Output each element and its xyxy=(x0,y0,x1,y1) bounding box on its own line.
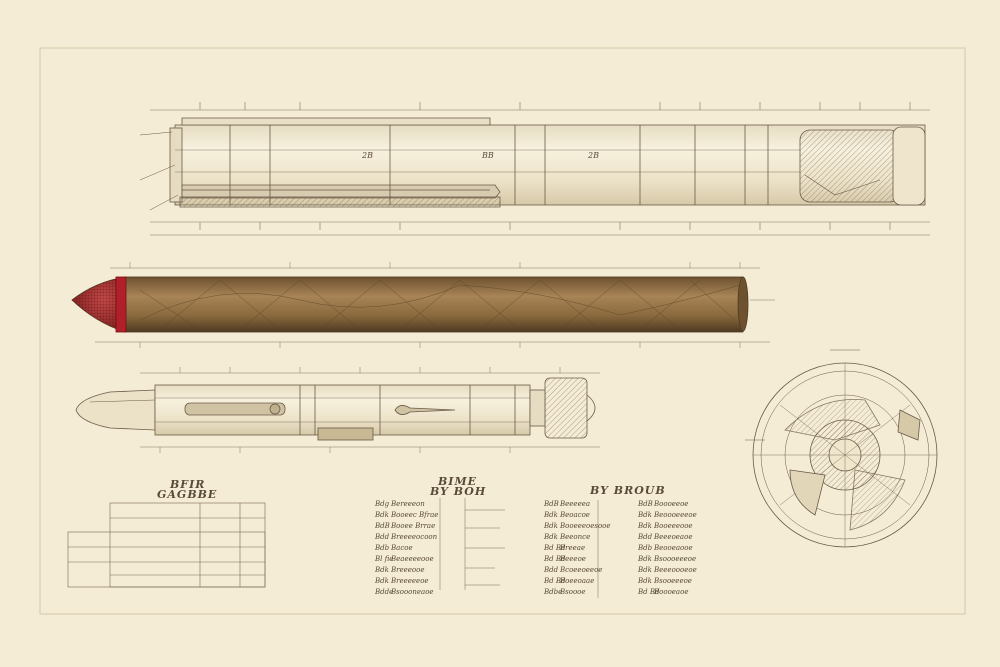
table-row: BdBBeeeeea xyxy=(544,500,590,508)
cross-section-drawing xyxy=(745,349,938,548)
row-text: Bsoooe xyxy=(560,588,586,596)
left-table-title-2: GAGBBE xyxy=(157,488,218,501)
row-text: Bsoooneaoe xyxy=(391,588,434,596)
mid-table-lines xyxy=(439,498,599,598)
row-text: Boooeaoe xyxy=(654,588,689,596)
row-text: Booeec Bfrae xyxy=(391,511,439,519)
row-text: Beoacoe xyxy=(560,511,590,519)
row-code: Bdk xyxy=(375,577,389,585)
row-code: BdB xyxy=(375,522,390,530)
left-spec-table xyxy=(67,502,266,588)
row-text: Breeeeeoe xyxy=(391,577,429,585)
table-row: Bd BdBoeeoaae xyxy=(544,577,594,585)
row-code: Bdk xyxy=(544,533,558,541)
row-text: Bacoe xyxy=(391,544,413,552)
row-text: Bcoeeoeeoe xyxy=(560,566,603,574)
cigar-drawing xyxy=(71,262,775,348)
row-text: Bsoooeeeoe xyxy=(654,555,697,563)
row-code: Bd Bd xyxy=(638,588,660,596)
row-text: Breeeooe xyxy=(391,566,425,574)
table-row: Bl fieBeaeeeeooe xyxy=(375,555,434,563)
row-text: Beeeoooeoe xyxy=(654,566,697,574)
table-row: BdBBoooeeoe xyxy=(638,500,688,508)
table-row: BddeBsoooneaoe xyxy=(375,588,434,596)
pen-label-3: 2B xyxy=(587,151,599,160)
row-code: Bdk xyxy=(638,577,652,585)
device-drawing xyxy=(75,367,600,453)
row-code: Bdb xyxy=(638,544,653,552)
row-code: Bd Bd xyxy=(544,544,566,552)
row-code: Bdg xyxy=(375,500,390,508)
row-text: Beeeoe xyxy=(560,555,586,563)
row-text: Breeae xyxy=(560,544,586,552)
left-table-title-1: BFIR xyxy=(170,478,206,491)
row-code: Bd Bd xyxy=(544,577,566,585)
row-code: BdB xyxy=(544,500,559,508)
table-row: Bd BdBeeeoe xyxy=(544,555,586,563)
row-text: Bsooeeeoe xyxy=(654,577,692,585)
row-code: Bl fie xyxy=(375,555,394,563)
row-code: Bdk xyxy=(375,566,389,574)
row-code: Bdde xyxy=(375,588,394,596)
pen-label-1: 2B xyxy=(361,151,373,160)
row-text: Boooeeoe xyxy=(654,500,689,508)
row-text: Breeeeocoon xyxy=(391,533,438,541)
row-code: Bd Bd xyxy=(544,555,566,563)
pen-drawing xyxy=(139,102,930,236)
table-row: BdBBooee Brrae xyxy=(375,522,435,530)
table-row: BdbeBsoooe xyxy=(544,588,586,596)
mid-table-title-1: BIME xyxy=(438,475,478,488)
row-code: Bdd xyxy=(638,533,653,541)
row-code: Bdd xyxy=(375,533,390,541)
right-table-title: BY BROUB xyxy=(590,484,666,497)
mid-table-title-2: BY BOH xyxy=(430,485,487,498)
row-text: Beaeeeeooe xyxy=(391,555,434,563)
table-row: Bd BdBreeae xyxy=(544,544,585,552)
row-code: Bdbe xyxy=(544,588,563,596)
row-text: Booeeeooe xyxy=(654,522,693,530)
row-text: Beoooeeeoe xyxy=(654,511,697,519)
pen-label-2: BB xyxy=(481,151,494,160)
row-code: Bdk xyxy=(638,511,652,519)
row-code: Bdk xyxy=(544,511,558,519)
row-code: Bdk xyxy=(544,522,558,530)
row-text: Booee Brrae xyxy=(391,522,436,530)
row-text: Bereeeon xyxy=(391,500,425,508)
row-code: Bdb xyxy=(375,544,390,552)
row-text: Beooeaooe xyxy=(654,544,693,552)
page-border xyxy=(39,47,966,615)
row-code: Bdk xyxy=(638,566,652,574)
row-code: Bdk xyxy=(638,522,652,530)
row-text: Beeeoeaoe xyxy=(654,533,693,541)
row-text: Beeonce xyxy=(560,533,591,541)
row-code: Bdk xyxy=(375,511,389,519)
row-text: Booeeeoesooe xyxy=(560,522,611,530)
table-row: Bd BdBoooeaoe xyxy=(638,588,688,596)
row-code: Bdd xyxy=(544,566,559,574)
row-code: BdB xyxy=(638,500,653,508)
row-code: Bdk xyxy=(638,555,652,563)
row-text: Boeeoaae xyxy=(560,577,595,585)
row-text: Beeeeea xyxy=(560,500,591,508)
